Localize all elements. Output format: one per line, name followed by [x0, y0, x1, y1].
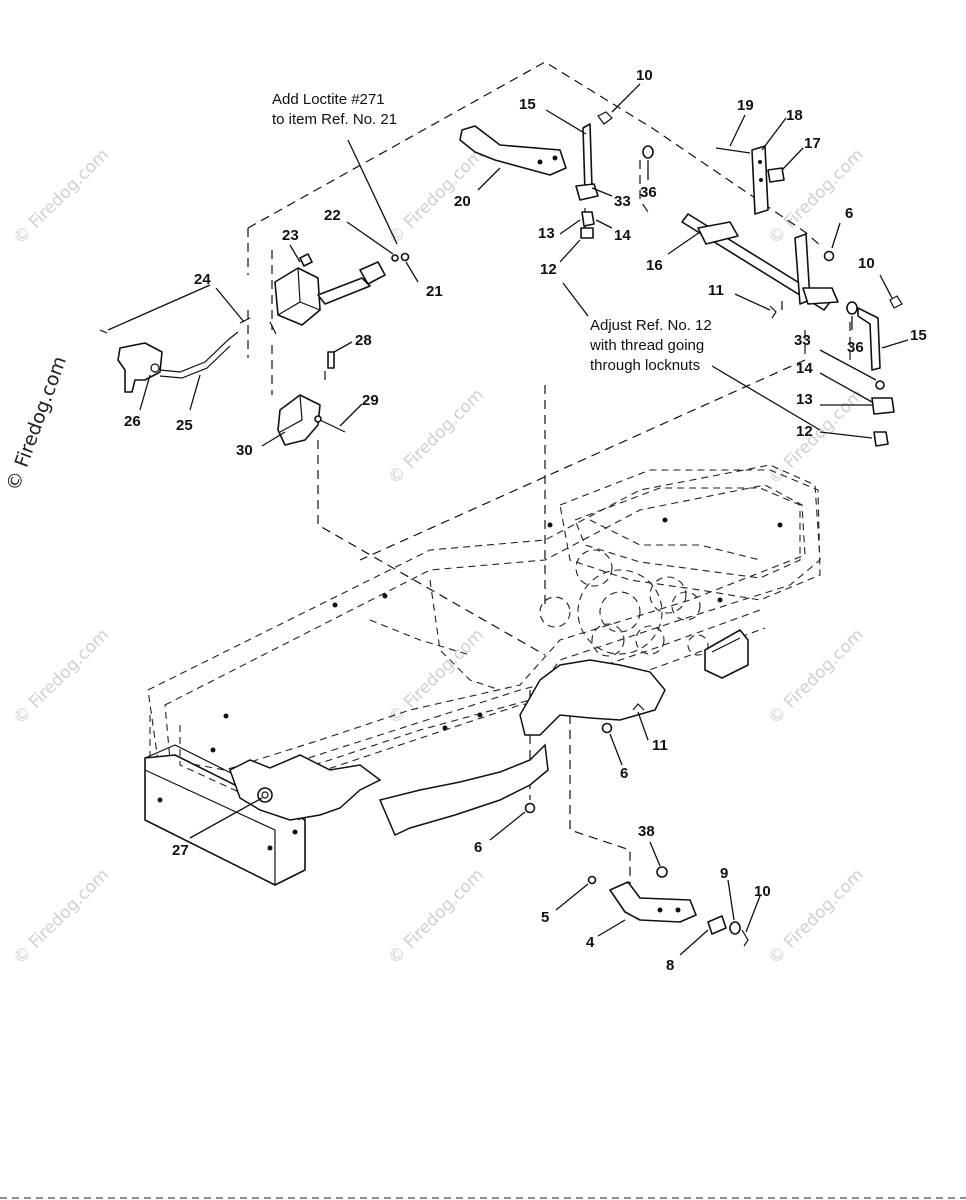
callout-11: 11 — [708, 282, 724, 299]
callout-16: 16 — [646, 257, 663, 274]
callout-20: 20 — [454, 193, 471, 210]
watermark: © Firedog.com — [764, 865, 868, 969]
watermark: © Firedog.com — [384, 865, 488, 969]
callout-30: 30 — [236, 442, 253, 459]
callout-29: 29 — [362, 392, 379, 409]
watermark: © Firedog.com — [9, 625, 113, 729]
callout-33: 33 — [614, 193, 631, 210]
callout-15: 15 — [910, 327, 927, 344]
callout-25: 25 — [176, 417, 193, 434]
callout-12: 12 — [540, 261, 557, 278]
callout-10: 10 — [858, 255, 875, 272]
watermark: © Firedog.com — [764, 145, 868, 249]
chassis-frame — [144, 464, 821, 886]
notes: Add Loctite #271 to item Ref. No. 21 Adj… — [272, 91, 712, 374]
callout-27: 27 — [172, 842, 189, 859]
callout-38: 38 — [638, 823, 655, 840]
callout-33: 33 — [794, 332, 811, 349]
loctite-note-line1: Add Loctite #271 — [272, 91, 385, 108]
callout-17: 17 — [804, 135, 821, 152]
watermark: © Firedog.com — [384, 385, 488, 489]
callout-6: 6 — [620, 765, 628, 782]
callout-18: 18 — [786, 107, 803, 124]
callout-12: 12 — [796, 423, 813, 440]
callout-36: 36 — [640, 184, 657, 201]
callout-14: 14 — [614, 227, 631, 244]
callout-11: 11 — [652, 737, 668, 754]
lift-linkage — [459, 111, 903, 947]
callout-15: 15 — [519, 96, 536, 113]
adjust-note-line1: Adjust Ref. No. 12 — [590, 317, 712, 334]
callout-13: 13 — [796, 391, 813, 408]
callout-14: 14 — [796, 360, 813, 377]
watermark: © Firedog.com — [384, 145, 488, 249]
leader-lines — [107, 83, 909, 956]
callout-22: 22 — [324, 207, 341, 224]
adjust-note-line2: with thread going — [589, 337, 704, 354]
callout-26: 26 — [124, 413, 141, 430]
callout-10: 10 — [754, 883, 771, 900]
callout-13: 13 — [538, 225, 555, 242]
watermark-layer: © Firedog.com © Firedog.com © Firedog.co… — [2, 145, 868, 969]
callout-23: 23 — [282, 227, 299, 244]
side-watermark: © Firedog.com — [2, 353, 71, 493]
callouts: 10 15 19 18 17 20 33 36 13 14 12 16 6 10… — [124, 67, 927, 974]
callout-28: 28 — [355, 332, 372, 349]
adjust-note-line3: through locknuts — [590, 357, 700, 374]
callout-6: 6 — [845, 205, 853, 222]
callout-21: 21 — [426, 283, 443, 300]
callout-19: 19 — [737, 97, 754, 114]
watermark: © Firedog.com — [9, 145, 113, 249]
watermark: © Firedog.com — [9, 865, 113, 969]
callout-36: 36 — [847, 339, 864, 356]
callout-8: 8 — [666, 957, 674, 974]
watermark: © Firedog.com — [764, 385, 868, 489]
callout-5: 5 — [541, 909, 549, 926]
callout-10: 10 — [636, 67, 653, 84]
callout-24: 24 — [194, 271, 211, 288]
watermark: © Firedog.com — [764, 625, 868, 729]
loctite-note-line2: to item Ref. No. 21 — [272, 111, 397, 128]
actuator-assembly — [99, 252, 410, 446]
callout-6: 6 — [474, 839, 482, 856]
callout-4: 4 — [586, 934, 595, 951]
callout-9: 9 — [720, 865, 728, 882]
